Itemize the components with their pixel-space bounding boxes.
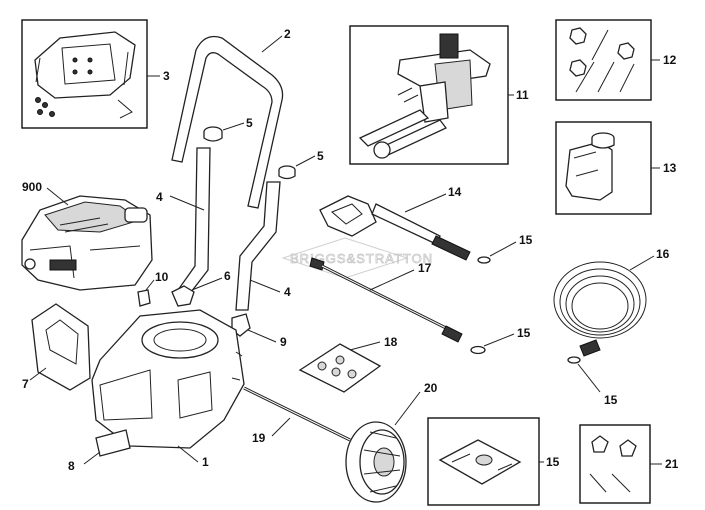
callout-11: 11 — [516, 88, 529, 102]
part-3-console-kit — [21, 19, 160, 129]
part-15-plate-kit — [427, 417, 544, 506]
callout-15-box: 15 — [546, 455, 560, 469]
part-20-wheel — [345, 391, 421, 503]
part-9-bracket — [231, 313, 277, 343]
part-5-cap-right — [278, 155, 316, 180]
callout-17: 17 — [418, 261, 432, 275]
brand-watermark: BRIGGS&STRATTON — [281, 237, 433, 279]
part-11-pump — [349, 25, 514, 165]
part-1-frame — [91, 309, 245, 463]
part-18-nozzle-kit — [298, 341, 382, 393]
part-19-axle — [243, 386, 351, 442]
part-5-cap-left — [203, 122, 245, 142]
callout-14: 14 — [448, 185, 462, 199]
callout-5-right: 5 — [317, 149, 324, 163]
callout-3: 3 — [163, 69, 170, 83]
part-4-tube-left — [169, 147, 211, 297]
callout-15-gun: 15 — [519, 233, 533, 247]
callout-15-wand: 15 — [517, 326, 531, 340]
part-4-tube-right — [235, 181, 281, 311]
part-6-bracket — [171, 277, 223, 307]
part-10-decal — [137, 279, 155, 307]
callout-10: 10 — [155, 270, 169, 284]
part-21-box — [579, 424, 651, 504]
part-17-wand — [309, 257, 463, 343]
part-8-foot — [83, 429, 131, 465]
part-16-hose — [553, 255, 655, 357]
callout-12: 12 — [663, 53, 677, 67]
callout-13: 13 — [663, 161, 677, 175]
part-2-handle — [171, 35, 284, 209]
watermark-text: BRIGGS&STRATTON — [290, 251, 433, 266]
callout-8: 8 — [68, 459, 75, 473]
part-12-hardware-kit — [555, 19, 660, 101]
part-15-oring-gun — [477, 241, 517, 264]
part-15-oring-hose — [567, 356, 601, 393]
callout-16: 16 — [656, 247, 670, 261]
callout-7: 7 — [22, 377, 29, 391]
part-21-knob-kit — [579, 424, 662, 504]
callout-4-upper: 4 — [156, 190, 163, 204]
callout-20: 20 — [424, 381, 438, 395]
part-13-tank — [555, 121, 660, 215]
callout-900: 900 — [22, 180, 42, 194]
callout-5-left: 5 — [246, 116, 253, 130]
callout-19: 19 — [252, 431, 266, 445]
part-15-oring-wand — [470, 333, 515, 355]
callout-15-hose: 15 — [604, 393, 618, 407]
callout-21: 21 — [665, 457, 679, 471]
part-14-spray-gun — [319, 193, 471, 261]
callout-18: 18 — [384, 335, 398, 349]
callout-9: 9 — [280, 335, 287, 349]
callout-6: 6 — [224, 269, 231, 283]
callout-1: 1 — [202, 455, 209, 469]
callout-2: 2 — [284, 27, 291, 41]
part-12-box — [555, 19, 652, 101]
callout-4-lower: 4 — [284, 285, 291, 299]
part-7-panel — [29, 303, 91, 391]
part-900-engine — [21, 187, 153, 291]
